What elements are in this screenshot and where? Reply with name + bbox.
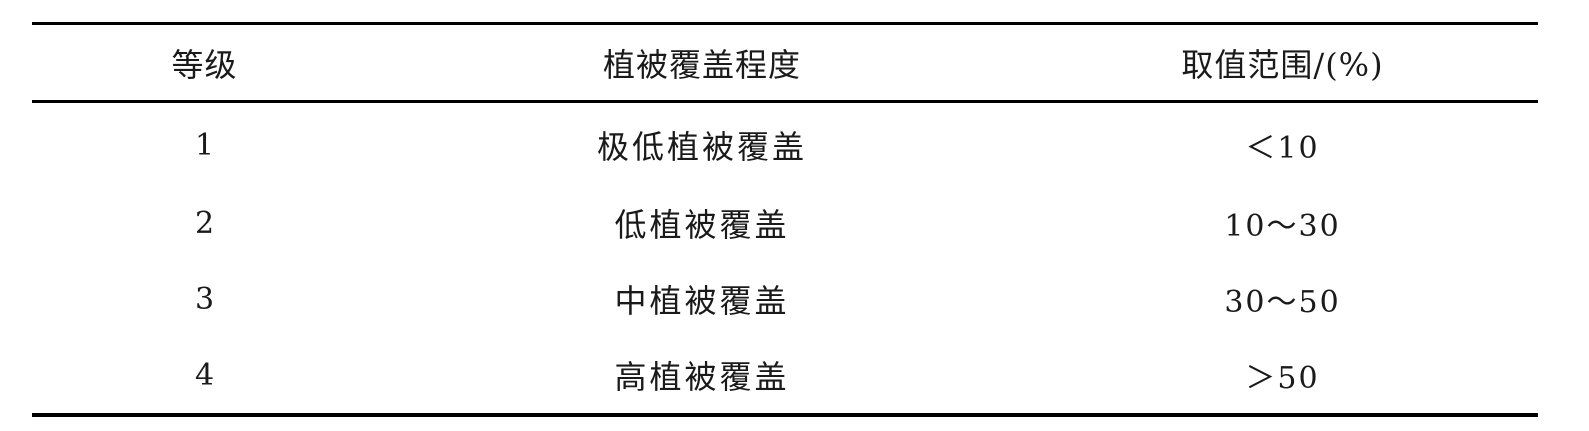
cell-value-range: 10～30 [1224, 209, 1341, 244]
cell-coverage-level: 极低植被覆盖 [596, 128, 807, 166]
cell-grade: 3 [194, 281, 215, 317]
header-grade: 等级 [171, 45, 238, 84]
table-row: 2 低植被覆盖 10～30 [32, 185, 1538, 261]
cell-coverage-level: 低植被覆盖 [614, 206, 790, 244]
cell-grade: 1 [194, 127, 215, 163]
cell-value-range: ＞50 [1245, 361, 1320, 396]
cell-coverage-level: 高植被覆盖 [614, 358, 790, 396]
table-row: 4 高植被覆盖 ＞50 [32, 337, 1538, 415]
cell-grade: 2 [194, 205, 215, 241]
table-row: 3 中植被覆盖 30～50 [32, 261, 1538, 337]
table-row: 1 极低植被覆盖 ＜10 [32, 102, 1538, 186]
table-header: 等级 植被覆盖程度 取值范围/(%) [32, 23, 1538, 102]
header-coverage-level: 植被覆盖程度 [602, 45, 801, 84]
cell-value-range: ＜10 [1245, 131, 1320, 166]
table-body: 1 极低植被覆盖 ＜10 2 低植被覆盖 10～30 3 中植被覆盖 30～50… [32, 102, 1538, 415]
cell-coverage-level: 中植被覆盖 [614, 282, 790, 320]
cell-grade: 4 [194, 357, 215, 393]
header-row: 等级 植被覆盖程度 取值范围/(%) [32, 23, 1538, 102]
vegetation-coverage-table-container: 等级 植被覆盖程度 取值范围/(%) 1 极低植被覆盖 ＜10 2 低植被覆盖 … [32, 22, 1538, 417]
vegetation-coverage-table: 等级 植被覆盖程度 取值范围/(%) 1 极低植被覆盖 ＜10 2 低植被覆盖 … [32, 22, 1538, 417]
header-value-range: 取值范围/(%) [1181, 45, 1384, 84]
cell-value-range: 30～50 [1224, 285, 1341, 320]
